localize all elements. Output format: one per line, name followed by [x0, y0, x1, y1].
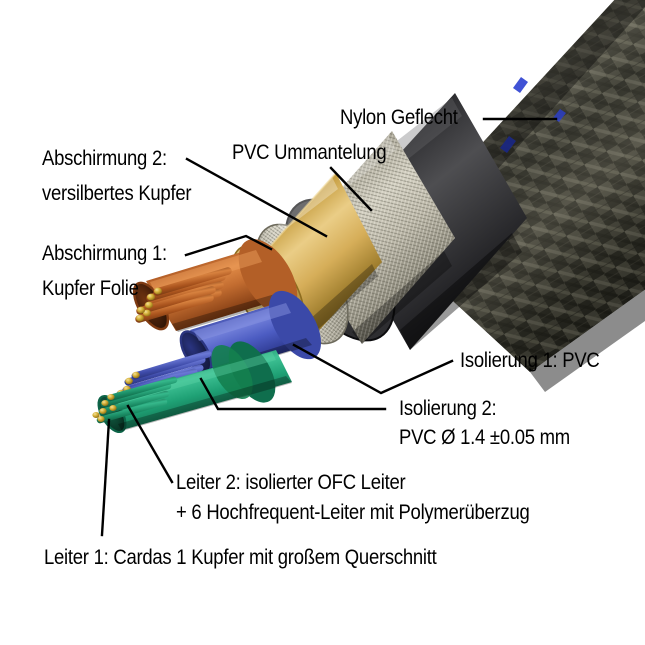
label-abschirmung-1-line2: Kupfer Folie	[42, 276, 139, 300]
label-leiter-2-line1: Leiter 2: isolierter OFC Leiter	[176, 470, 406, 494]
label-isolierung-1: Isolierung 1: PVC	[460, 348, 600, 372]
hf-conductor-tips	[92, 394, 117, 422]
label-abschirmung-2-line2: versilbertes Kupfer	[42, 181, 192, 205]
leader-leiter-2	[126, 404, 174, 484]
leader-leiter-1	[100, 418, 111, 537]
leader-lines	[100, 117, 558, 537]
leader-abschirmung-2	[185, 157, 328, 238]
label-isolierung-2-line1: Isolierung 2:	[399, 396, 497, 420]
label-pvc-ummantelung: PVC Ummantelung	[232, 140, 387, 164]
label-abschirmung-2-line1: Abschirmung 2:	[42, 146, 167, 170]
label-abschirmung-1-line1: Abschirmung 1:	[42, 241, 167, 265]
label-isolierung-2-line2: PVC Ø 1.4 ±0.05 mm	[399, 425, 570, 449]
conductor1-copper-strands	[135, 267, 232, 323]
label-nylon-geflecht: Nylon Geflecht	[340, 105, 458, 129]
leader-isolierung-1	[292, 343, 454, 395]
label-leiter-1: Leiter 1: Cardas 1 Kupfer mit großem Que…	[44, 545, 437, 569]
label-leiter-2-line2: + 6 Hochfrequent-Leiter mit Polymerüberz…	[176, 500, 530, 524]
conductor1-tips	[136, 287, 162, 322]
leader-pvc-ummantelung	[329, 166, 373, 212]
leader-abschirmung-1	[184, 234, 273, 257]
leader-isolierung-2	[199, 377, 387, 411]
